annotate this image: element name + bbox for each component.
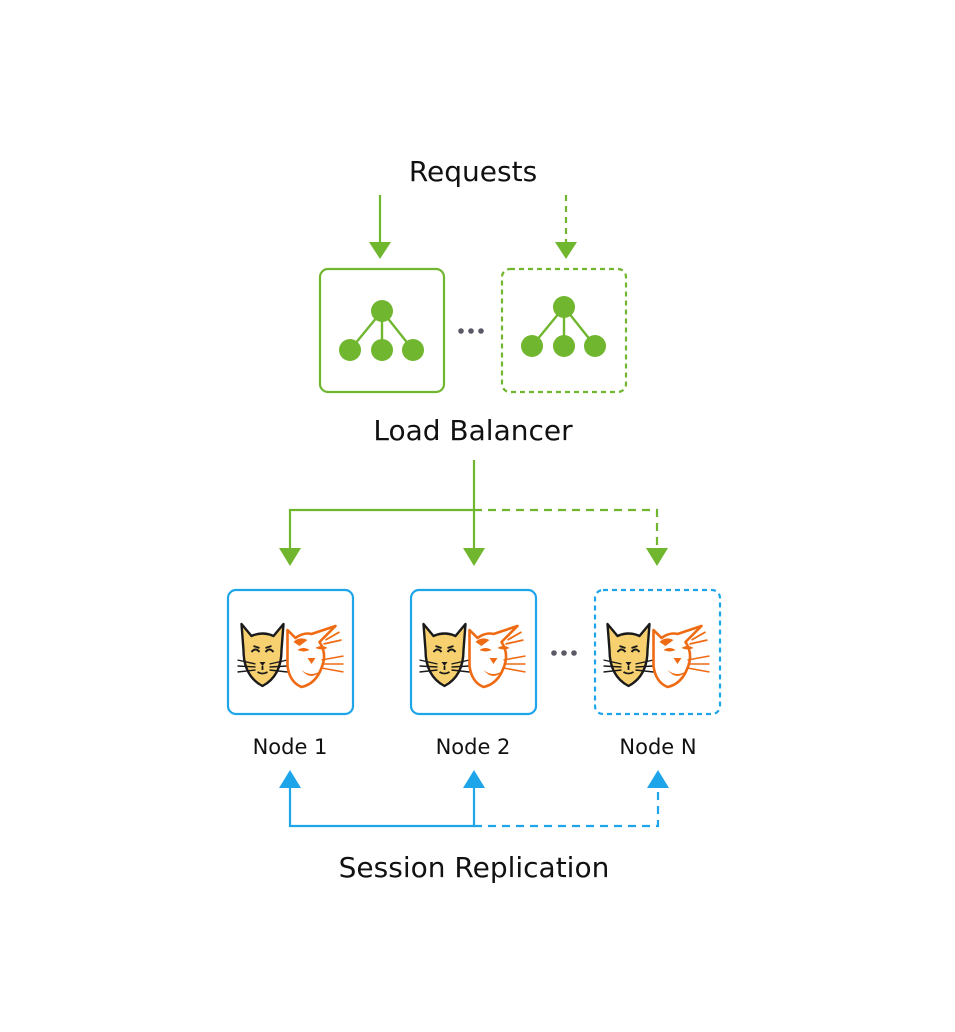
node-box-2 — [409, 588, 538, 716]
arrow-up-node-1 — [279, 770, 301, 788]
session-replication-connector — [279, 770, 669, 828]
arrow-to-node-2 — [463, 548, 485, 566]
arrow-up-node-2 — [463, 770, 485, 788]
request-arrow-solid — [369, 195, 391, 259]
node-label-n: Node N — [619, 735, 696, 759]
node-label-1: Node 1 — [253, 735, 328, 759]
arrow-to-node-1 — [279, 548, 301, 566]
ellipsis-icon — [551, 650, 577, 656]
load-balancer-box-1 — [318, 267, 446, 394]
load-balancer-label: Load Balancer — [373, 414, 573, 447]
load-balancer-box-2 — [500, 267, 628, 394]
ellipsis-icon — [458, 328, 484, 334]
requests-label: Requests — [409, 155, 537, 188]
request-arrow-dashed — [555, 195, 577, 259]
hierarchy-icon — [521, 296, 606, 357]
arrow-up-node-n — [647, 770, 669, 788]
node-label-2: Node 2 — [436, 735, 511, 759]
distribution-connector — [279, 460, 668, 566]
arrow-to-node-n — [646, 548, 668, 566]
node-box-1 — [226, 588, 355, 716]
node-box-n — [593, 588, 722, 716]
hierarchy-icon — [339, 300, 424, 361]
session-replication-label: Session Replication — [339, 851, 610, 884]
